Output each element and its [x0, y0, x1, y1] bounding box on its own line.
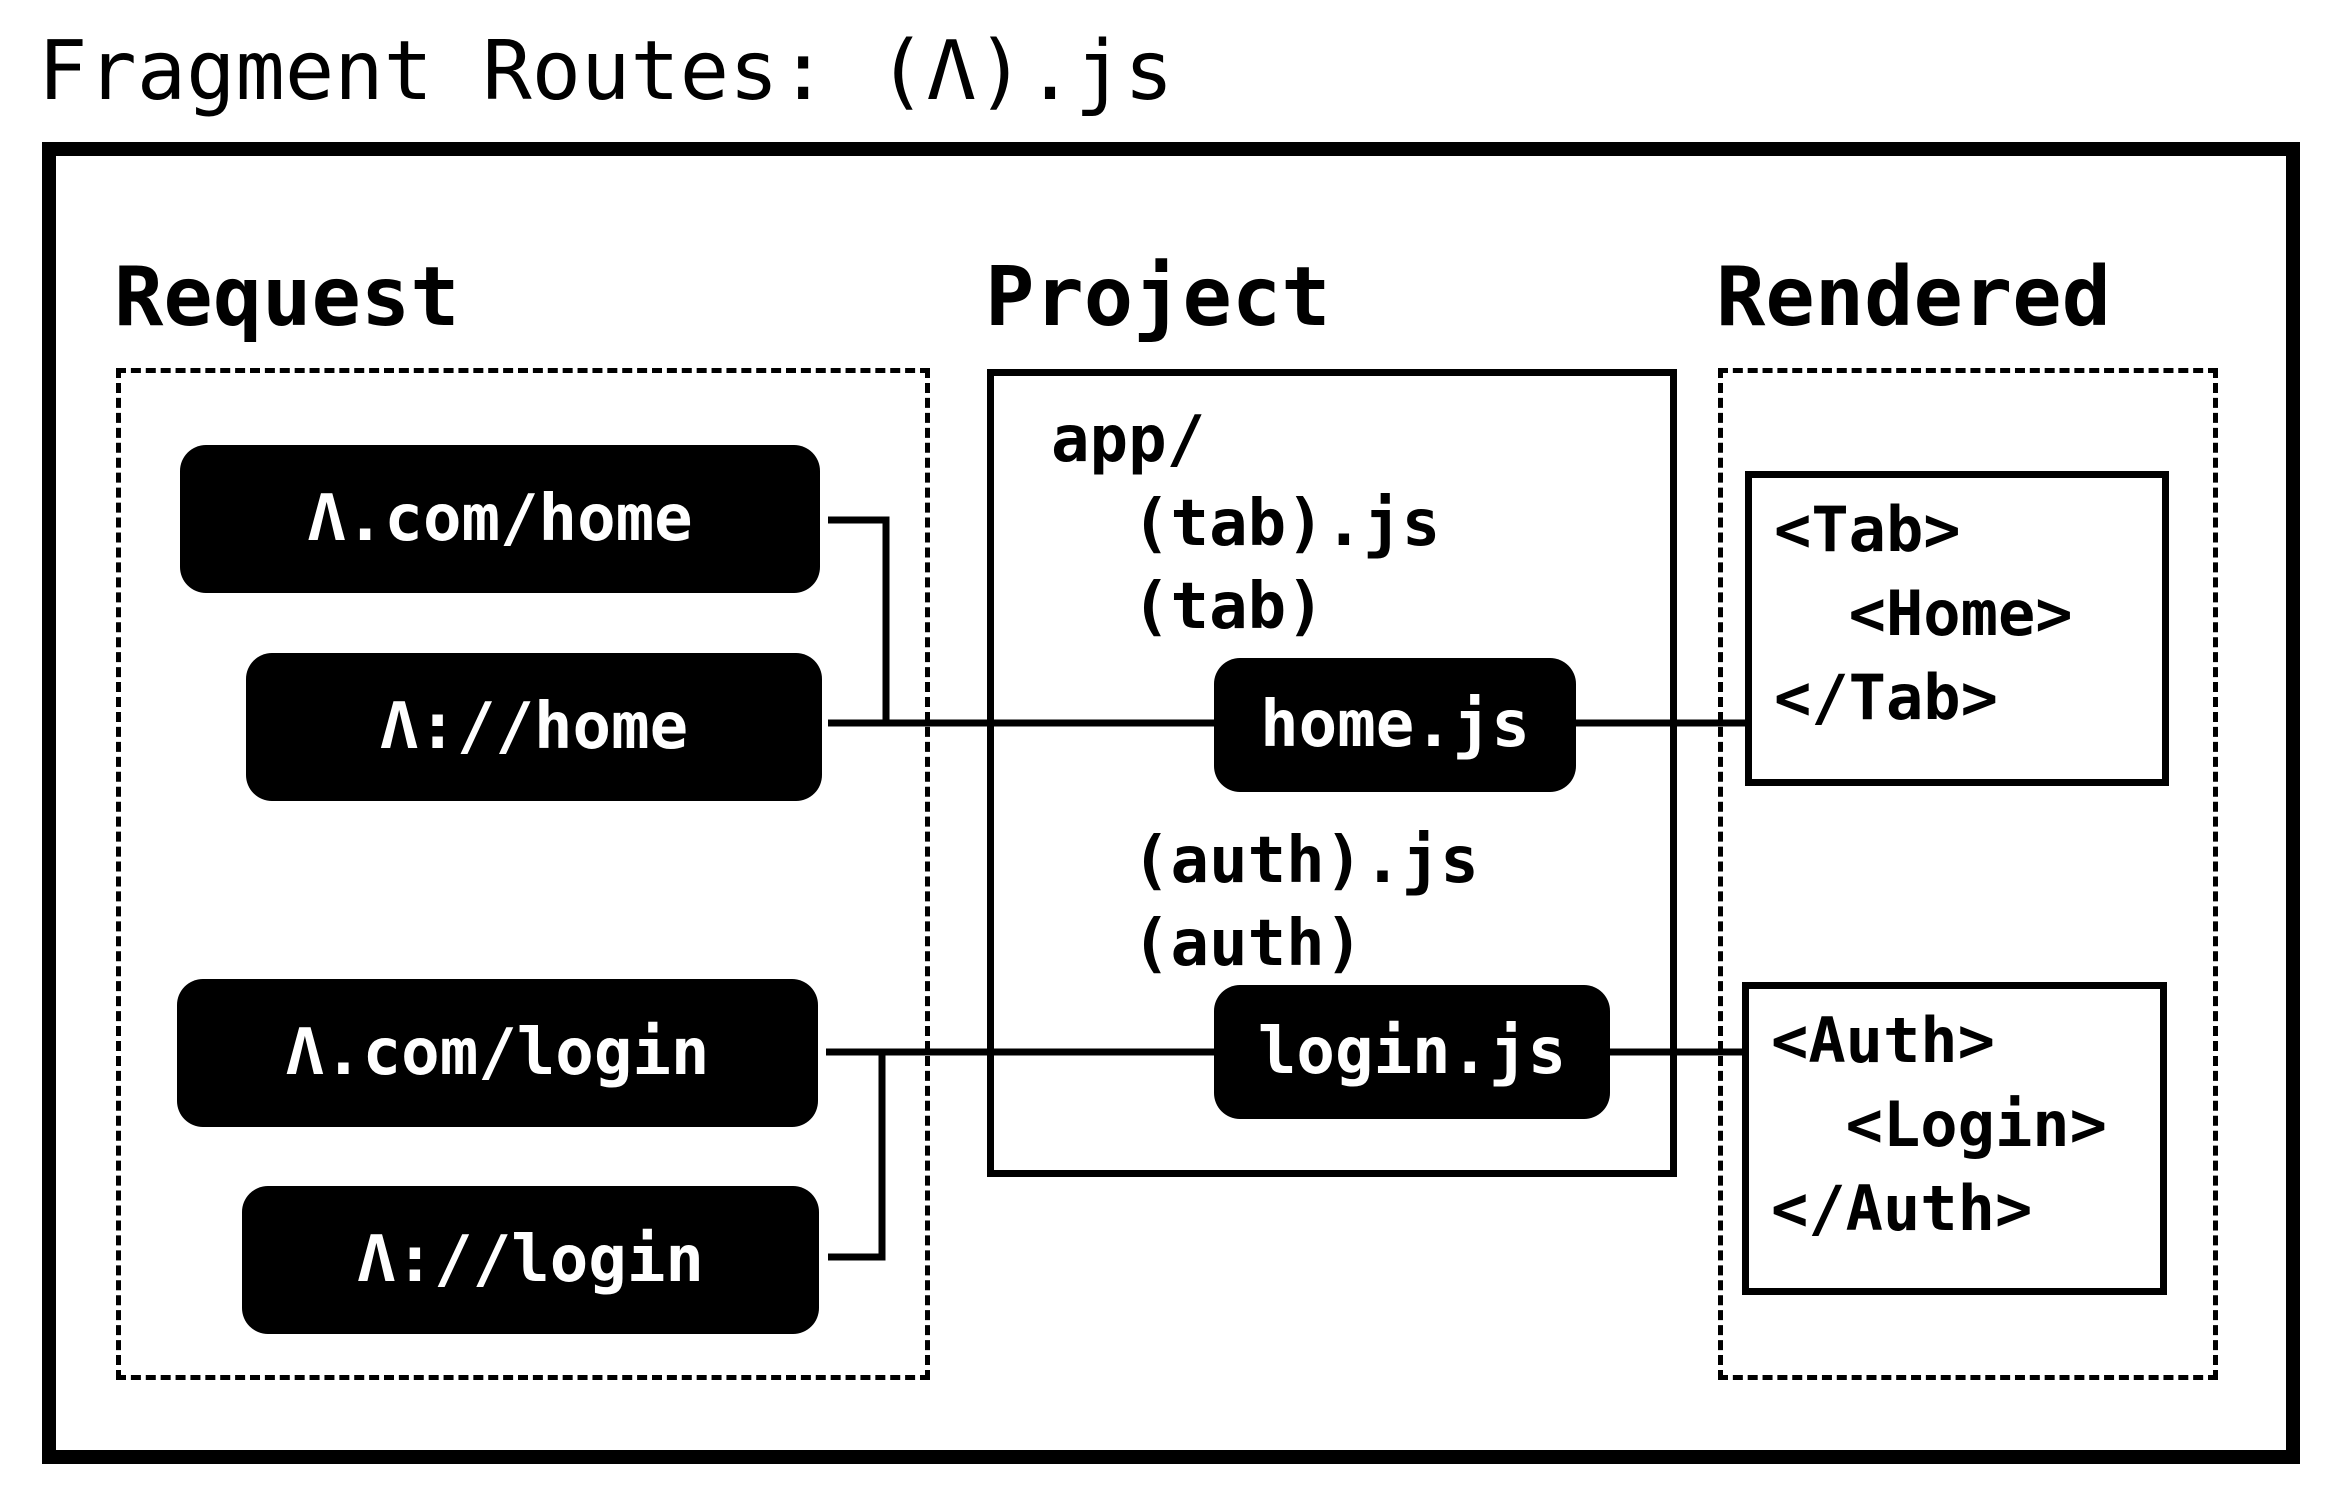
diagram-frame [42, 142, 2300, 1464]
request-group-box [116, 368, 930, 1380]
home-file-pill: home.js [1214, 658, 1576, 792]
tab-group-label: (tab) [1132, 570, 1325, 644]
rendered-group-box [1718, 368, 2218, 1380]
project-column-label: Project [985, 250, 1331, 345]
request-web-login: Λ.com/login [177, 979, 818, 1127]
request-column-label: Request [114, 250, 460, 345]
login-deeplink-connector [828, 1052, 886, 1261]
app-folder-label: app/ [1051, 403, 1206, 477]
login-tag: <Login> [1771, 1088, 2107, 1161]
tab-layout-file-label: (tab).js [1132, 487, 1441, 561]
auth-group-label: (auth) [1132, 907, 1364, 981]
tab-render-box: <Tab> <Home> </Tab> [1745, 471, 2169, 786]
request-deeplink-login: Λ://login [242, 1186, 819, 1334]
auth-close-tag: </Auth> [1771, 1172, 2033, 1245]
auth-layout-file-label: (auth).js [1132, 824, 1479, 898]
request-deeplink-home: Λ://home [246, 653, 822, 801]
diagram-title: Fragment Routes: (Λ).js [38, 24, 1174, 119]
home-url-connector [828, 516, 890, 723]
login-file-pill: login.js [1214, 985, 1610, 1119]
rendered-column-label: Rendered [1716, 250, 2111, 345]
home-tag: <Home> [1774, 577, 2073, 650]
request-web-home: Λ.com/home [180, 445, 820, 593]
tab-close-tag: </Tab> [1774, 661, 1998, 734]
auth-open-tag: <Auth> [1771, 1004, 1995, 1077]
tab-open-tag: <Tab> [1774, 493, 1961, 566]
auth-render-box: <Auth> <Login> </Auth> [1742, 982, 2167, 1295]
